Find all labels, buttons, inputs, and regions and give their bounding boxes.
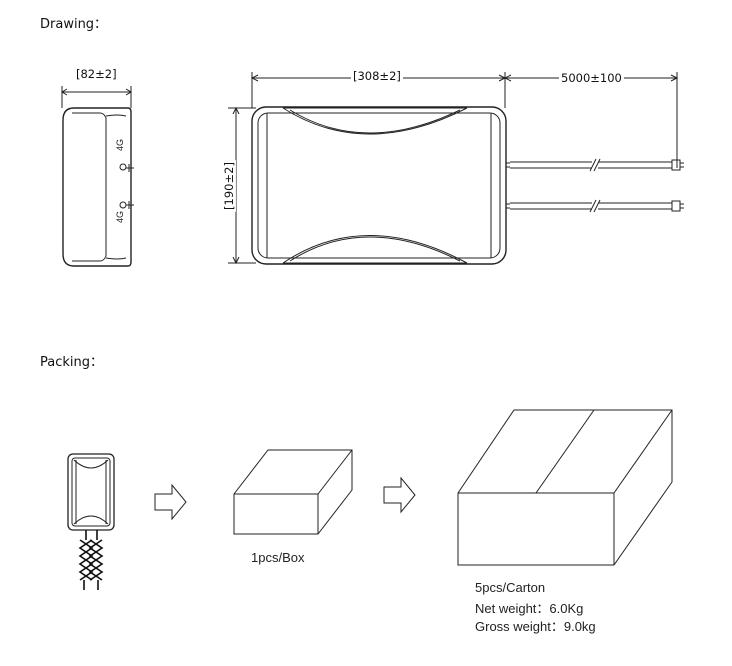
box-quantity-label: 1pcs/Box xyxy=(251,550,305,565)
dim-side-width: [82±2] xyxy=(74,67,119,81)
carton-box xyxy=(457,409,673,566)
packing-heading: Packing： xyxy=(40,355,104,370)
arrow-icon-2 xyxy=(383,476,416,514)
port-label-top: 4G xyxy=(115,138,126,152)
front-view xyxy=(228,72,684,265)
single-box xyxy=(233,449,353,535)
dim-cable-length: 5000±100 xyxy=(559,71,624,85)
side-view xyxy=(61,86,134,267)
gross-weight-label: Gross weight：9.0kg xyxy=(475,619,596,634)
drawing-heading: Drawing： xyxy=(40,17,108,32)
port-label-bottom: 4G xyxy=(115,210,126,224)
carton-quantity-label: 5pcs/Carton xyxy=(475,580,546,595)
net-weight-label: Net weight：6.0Kg xyxy=(475,601,584,616)
arrow-icon-1 xyxy=(154,483,187,521)
dim-front-height: [190±2] xyxy=(221,160,236,212)
product-thumbnail xyxy=(67,453,115,590)
dim-front-width: [308±2] xyxy=(351,69,403,83)
